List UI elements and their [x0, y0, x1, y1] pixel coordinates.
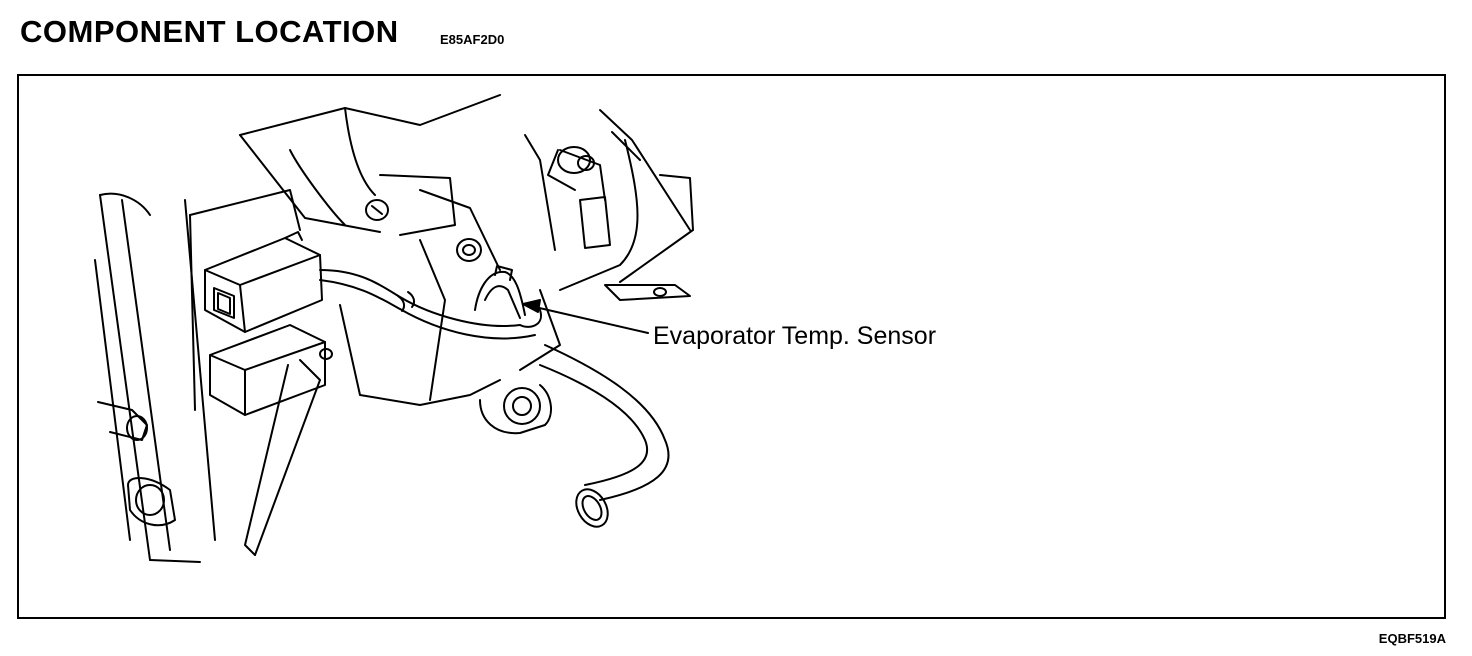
- figure-id: EQBF519A: [1378, 631, 1446, 646]
- diagram-frame: [17, 74, 1446, 619]
- callout-evaporator-temp-sensor: Evaporator Temp. Sensor: [653, 322, 937, 350]
- page-title: COMPONENT LOCATION: [20, 14, 399, 49]
- fittings: [97, 401, 176, 527]
- housing-upper: [239, 94, 694, 291]
- bracket-tab: [579, 196, 691, 301]
- sensor-wire-harness: [319, 269, 536, 340]
- drain-hose: [539, 344, 670, 528]
- housing-lower: [244, 239, 561, 556]
- mounting-bolts: [365, 146, 595, 262]
- housing-left-panel: [94, 192, 216, 563]
- callout-leader: [522, 299, 649, 334]
- section-code: E85AF2D0: [440, 32, 505, 47]
- wire-connector: [189, 189, 323, 411]
- lower-connector: [209, 324, 333, 416]
- evaporator-temp-sensor: [474, 265, 542, 328]
